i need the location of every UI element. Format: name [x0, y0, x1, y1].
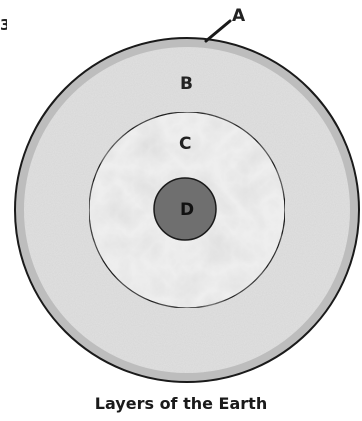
label-d: D	[180, 200, 194, 220]
crust-pointer-line	[206, 21, 230, 41]
diagram-caption: Layers of the Earth	[0, 394, 362, 413]
label-a: A	[232, 6, 246, 26]
label-b: B	[180, 74, 193, 94]
label-c: C	[179, 134, 191, 154]
